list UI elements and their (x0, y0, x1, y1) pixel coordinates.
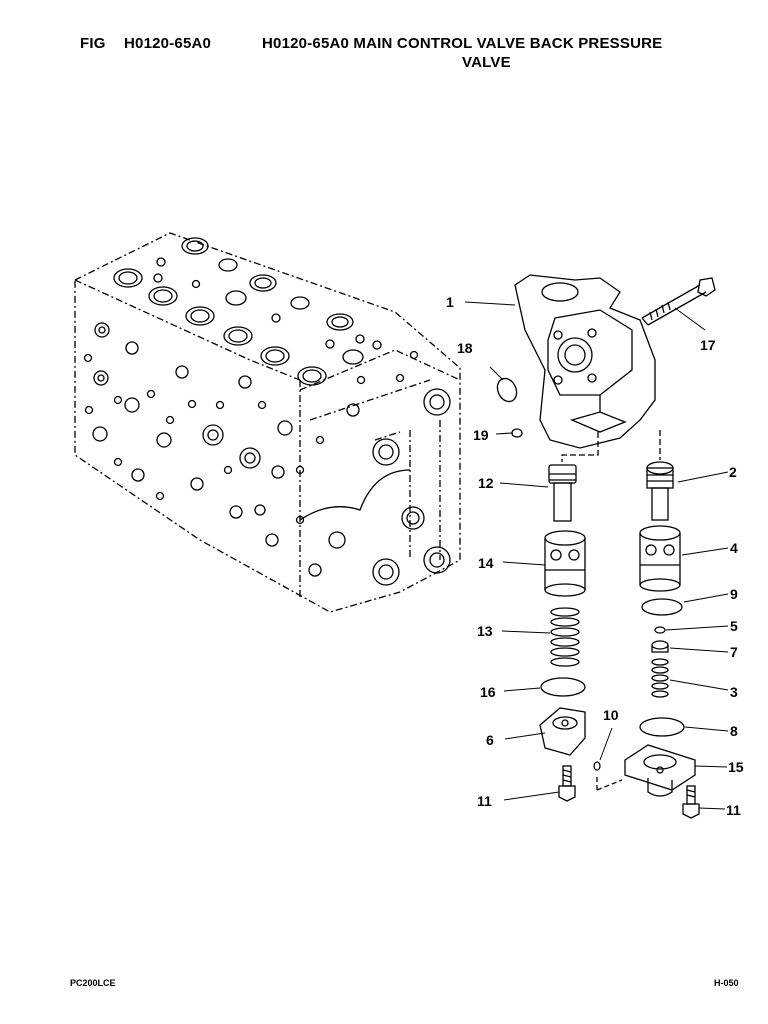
leader-lines (464, 301, 729, 810)
valve-body-ports (83, 237, 451, 586)
callout-17: 17 (700, 337, 716, 353)
callout-11-right: 11 (726, 802, 741, 818)
part-6-cover (539, 707, 586, 756)
part-12-spool (548, 464, 577, 522)
callout-5: 5 (730, 618, 738, 634)
callout-10: 10 (603, 707, 619, 723)
callout-14: 14 (478, 555, 494, 571)
callout-2: 2 (729, 464, 737, 480)
figure-label: FIG (80, 35, 106, 52)
figure-code: H0120-65A0 (124, 35, 212, 52)
part-1-housing (514, 274, 656, 449)
part-2-spool (646, 461, 674, 521)
callout-9: 9 (730, 586, 738, 602)
footer-model: PC200LCE (70, 978, 116, 988)
callout-8: 8 (730, 723, 738, 739)
control-valve-body (74, 232, 461, 613)
callout-18: 18 (457, 340, 473, 356)
part-16-o-ring (540, 677, 586, 697)
part-14-sleeve (544, 530, 586, 597)
part-10-plug (593, 761, 601, 771)
callout-6: 6 (486, 732, 494, 748)
callout-15: 15 (728, 759, 744, 775)
callout-7: 7 (730, 644, 738, 660)
part-3-spring (651, 658, 669, 698)
callout-3: 3 (730, 684, 738, 700)
footer-page-number: H-050 (714, 978, 739, 988)
part-5-ring (654, 626, 666, 634)
part-19-o-ring (511, 428, 523, 438)
callout-12: 12 (478, 475, 494, 491)
figure-title-line1: H0120-65A0 MAIN CONTROL VALVE BACK PRESS… (262, 35, 663, 52)
callout-1: 1 (446, 294, 454, 310)
part-11-bolt-left (558, 765, 576, 802)
callout-19: 19 (473, 427, 489, 443)
part-15-cover (624, 744, 696, 797)
callout-11-left: 11 (477, 793, 492, 809)
part-17-bolt (641, 277, 716, 326)
part-11-bolt-right (682, 785, 700, 819)
part-7-seat (651, 640, 669, 653)
part-4-sleeve (639, 525, 681, 592)
figure-title-line2: VALVE (462, 54, 511, 71)
part-13-spring (550, 607, 580, 667)
callout-16: 16 (480, 684, 496, 700)
part-18-o-ring (496, 377, 518, 403)
part-8-o-ring (639, 717, 685, 737)
callout-labels: 1 2 3 4 5 6 7 8 9 10 11 11 12 13 14 15 1… (446, 294, 744, 818)
part-9-o-ring (641, 598, 683, 616)
callout-13: 13 (477, 623, 493, 639)
callout-4: 4 (730, 540, 738, 556)
